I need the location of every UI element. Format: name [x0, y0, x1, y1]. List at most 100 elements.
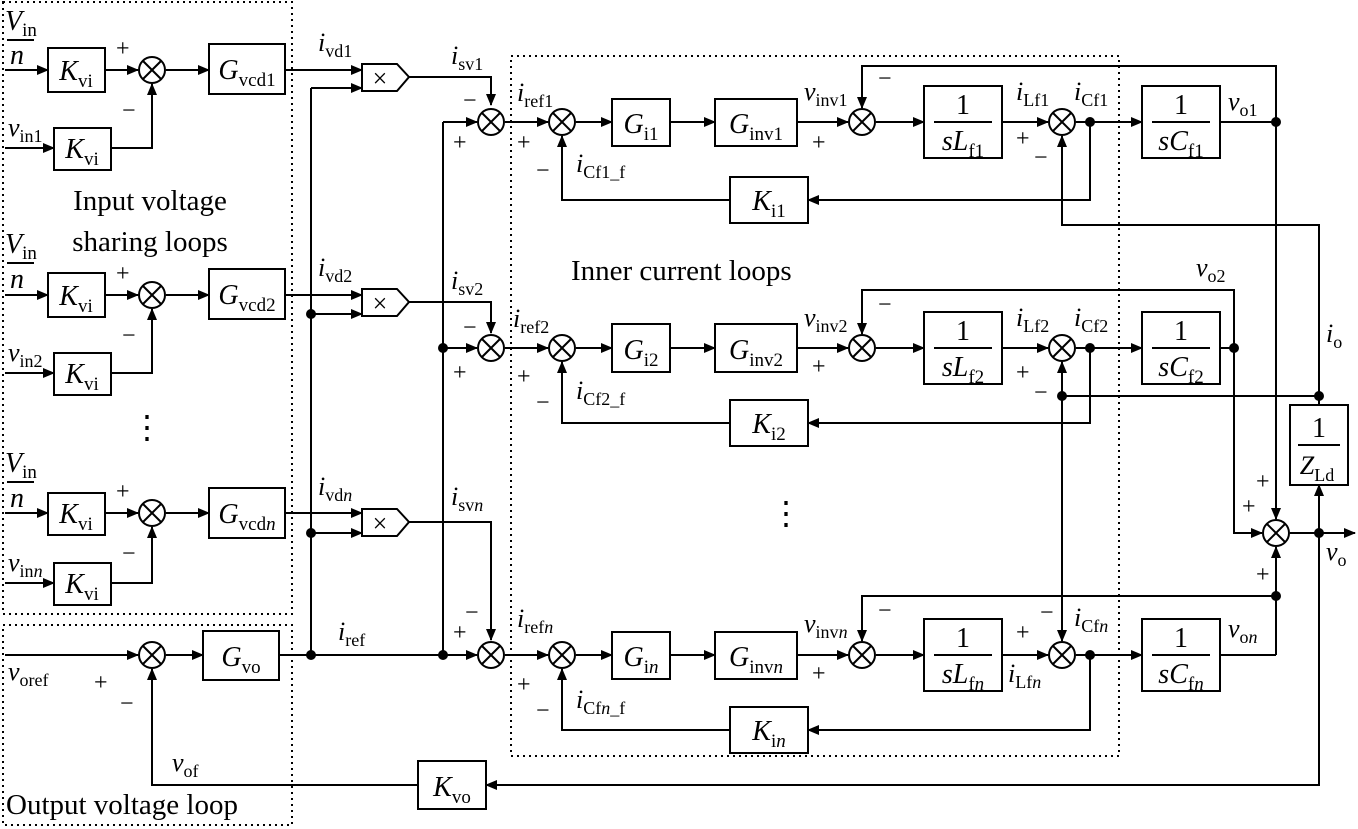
svg-text:+: +: [116, 36, 130, 62]
label-voref: voref: [8, 657, 49, 690]
kvi-block-2b: Kvi: [53, 352, 112, 396]
ginv1-block: Ginv1: [714, 98, 798, 147]
sum-icf2: [1048, 334, 1076, 362]
svg-text:Vin: Vin: [5, 6, 37, 41]
svg-text:1: 1: [956, 316, 970, 347]
svg-text:1: 1: [1312, 413, 1326, 444]
svg-text:+: +: [1256, 562, 1270, 588]
multiplier-1: ×: [361, 63, 411, 93]
sum-isv2: [477, 334, 505, 362]
gi1-block: Gi1: [611, 98, 671, 147]
label-vinvn: vinvn: [804, 609, 848, 642]
svg-text:+: +: [94, 670, 108, 696]
sum-vinv1: [848, 108, 876, 136]
multiplier-symbol: ×: [373, 509, 388, 538]
label-vof: vof: [172, 748, 199, 781]
vin-over-n-n: Vin n: [5, 448, 37, 514]
label-isv1: isv1: [451, 41, 483, 74]
lf1-block: 1 sLf1: [923, 85, 1003, 162]
ki2-block: Ki2: [729, 399, 809, 447]
label-irefn: irefn: [517, 604, 553, 637]
svg-text:−: −: [122, 323, 136, 349]
label-ilfn: iLfn: [1008, 659, 1041, 692]
svg-text:+: +: [1242, 494, 1256, 520]
svg-text:−: −: [1040, 600, 1054, 626]
ki1-block: Ki1: [729, 176, 809, 224]
junction-dots: [306, 117, 1324, 660]
svg-text:Kvi: Kvi: [64, 359, 98, 395]
label-ilf1: iLf1: [1016, 77, 1049, 110]
svg-text:+: +: [517, 130, 531, 156]
sum-vin1: [138, 56, 166, 84]
label-ivd1: ivd1: [318, 28, 352, 61]
svg-text:−: −: [463, 88, 477, 114]
gvo-block: Gvo: [202, 630, 280, 681]
lfn-block: 1 sLfn: [923, 618, 1003, 695]
ginv2-block: Ginv2: [714, 323, 798, 373]
sum-vin2: [138, 281, 166, 309]
sum-vo: [138, 641, 166, 669]
zld-block: 1 ZLd: [1289, 404, 1349, 486]
svg-text:−: −: [536, 390, 550, 416]
label-von: von: [1228, 614, 1258, 647]
svg-text:−: −: [878, 292, 892, 318]
cf2-block: 1 sCf2: [1141, 311, 1221, 388]
sum-iref2: [548, 334, 576, 362]
region-title-output: Output voltage loop: [6, 789, 238, 821]
svg-text:Gi1: Gi1: [623, 109, 658, 145]
multiplier-symbol: ×: [373, 289, 388, 318]
svg-text:−: −: [536, 158, 550, 184]
label-io: io: [1326, 319, 1342, 352]
sign-markers: +− +− +− +− −+ −+ −+ +− +− +− +− +− +− +…: [94, 36, 1270, 724]
label-vinv2: vinv2: [804, 303, 848, 336]
region-title-input-2: sharing loops: [72, 226, 227, 258]
svg-text:−: −: [465, 600, 479, 626]
label-icf1: iCf1: [1074, 77, 1108, 110]
kin-block: Kin: [729, 706, 809, 754]
svg-text:1: 1: [1174, 316, 1188, 347]
label-isv2: isv2: [451, 266, 483, 299]
svg-text:−: −: [1034, 145, 1048, 171]
label-vinv1: vinv1: [804, 77, 848, 110]
svg-text:1: 1: [1174, 623, 1188, 654]
sum-vinn: [138, 499, 166, 527]
svg-text:+: +: [116, 479, 130, 505]
ellipsis-input: ⋮: [131, 409, 163, 445]
svg-text:n: n: [10, 264, 24, 295]
svg-text:−: −: [1034, 380, 1048, 406]
svg-text:Gvcd1: Gvcd1: [218, 55, 275, 91]
label-isvn: isvn: [451, 482, 483, 515]
label-ivdn: ivdn: [318, 472, 352, 505]
svg-text:−: −: [120, 691, 134, 717]
label-vo: vo: [1326, 537, 1347, 570]
label-ivd2: ivd2: [318, 253, 352, 286]
svg-text:Vin: Vin: [5, 229, 37, 264]
svg-text:+: +: [116, 261, 130, 287]
kvi-block-na: Kvi: [47, 492, 106, 536]
label-iref1: iref1: [517, 78, 553, 111]
svg-text:+: +: [1256, 469, 1270, 495]
label-vin2: vin2: [8, 338, 43, 371]
svg-text:n: n: [10, 40, 24, 71]
svg-text:n: n: [10, 483, 24, 514]
svg-text:Gvo: Gvo: [221, 642, 260, 678]
kvi-block-1b: Kvi: [53, 127, 112, 171]
ginvn-block: Ginvn: [714, 631, 798, 680]
svg-text:+: +: [1016, 126, 1030, 152]
sum-iref1: [548, 108, 576, 136]
ellipsis-inner: ⋮: [770, 495, 802, 531]
gi2-block: Gi2: [611, 323, 671, 373]
gvcdn-block: Gvcdn: [208, 487, 286, 539]
svg-text:−: −: [122, 541, 136, 567]
svg-text:−: −: [878, 66, 892, 92]
svg-text:−: −: [536, 698, 550, 724]
label-icf2: iCf2: [1074, 303, 1108, 336]
sum-icfn: [1048, 641, 1076, 669]
svg-text:Kvi: Kvi: [58, 281, 92, 317]
output-voltage-region: [2, 624, 293, 826]
svg-text:1: 1: [1174, 90, 1188, 121]
svg-text:+: +: [812, 130, 826, 156]
vin-over-n-1: Vin n: [5, 6, 37, 71]
